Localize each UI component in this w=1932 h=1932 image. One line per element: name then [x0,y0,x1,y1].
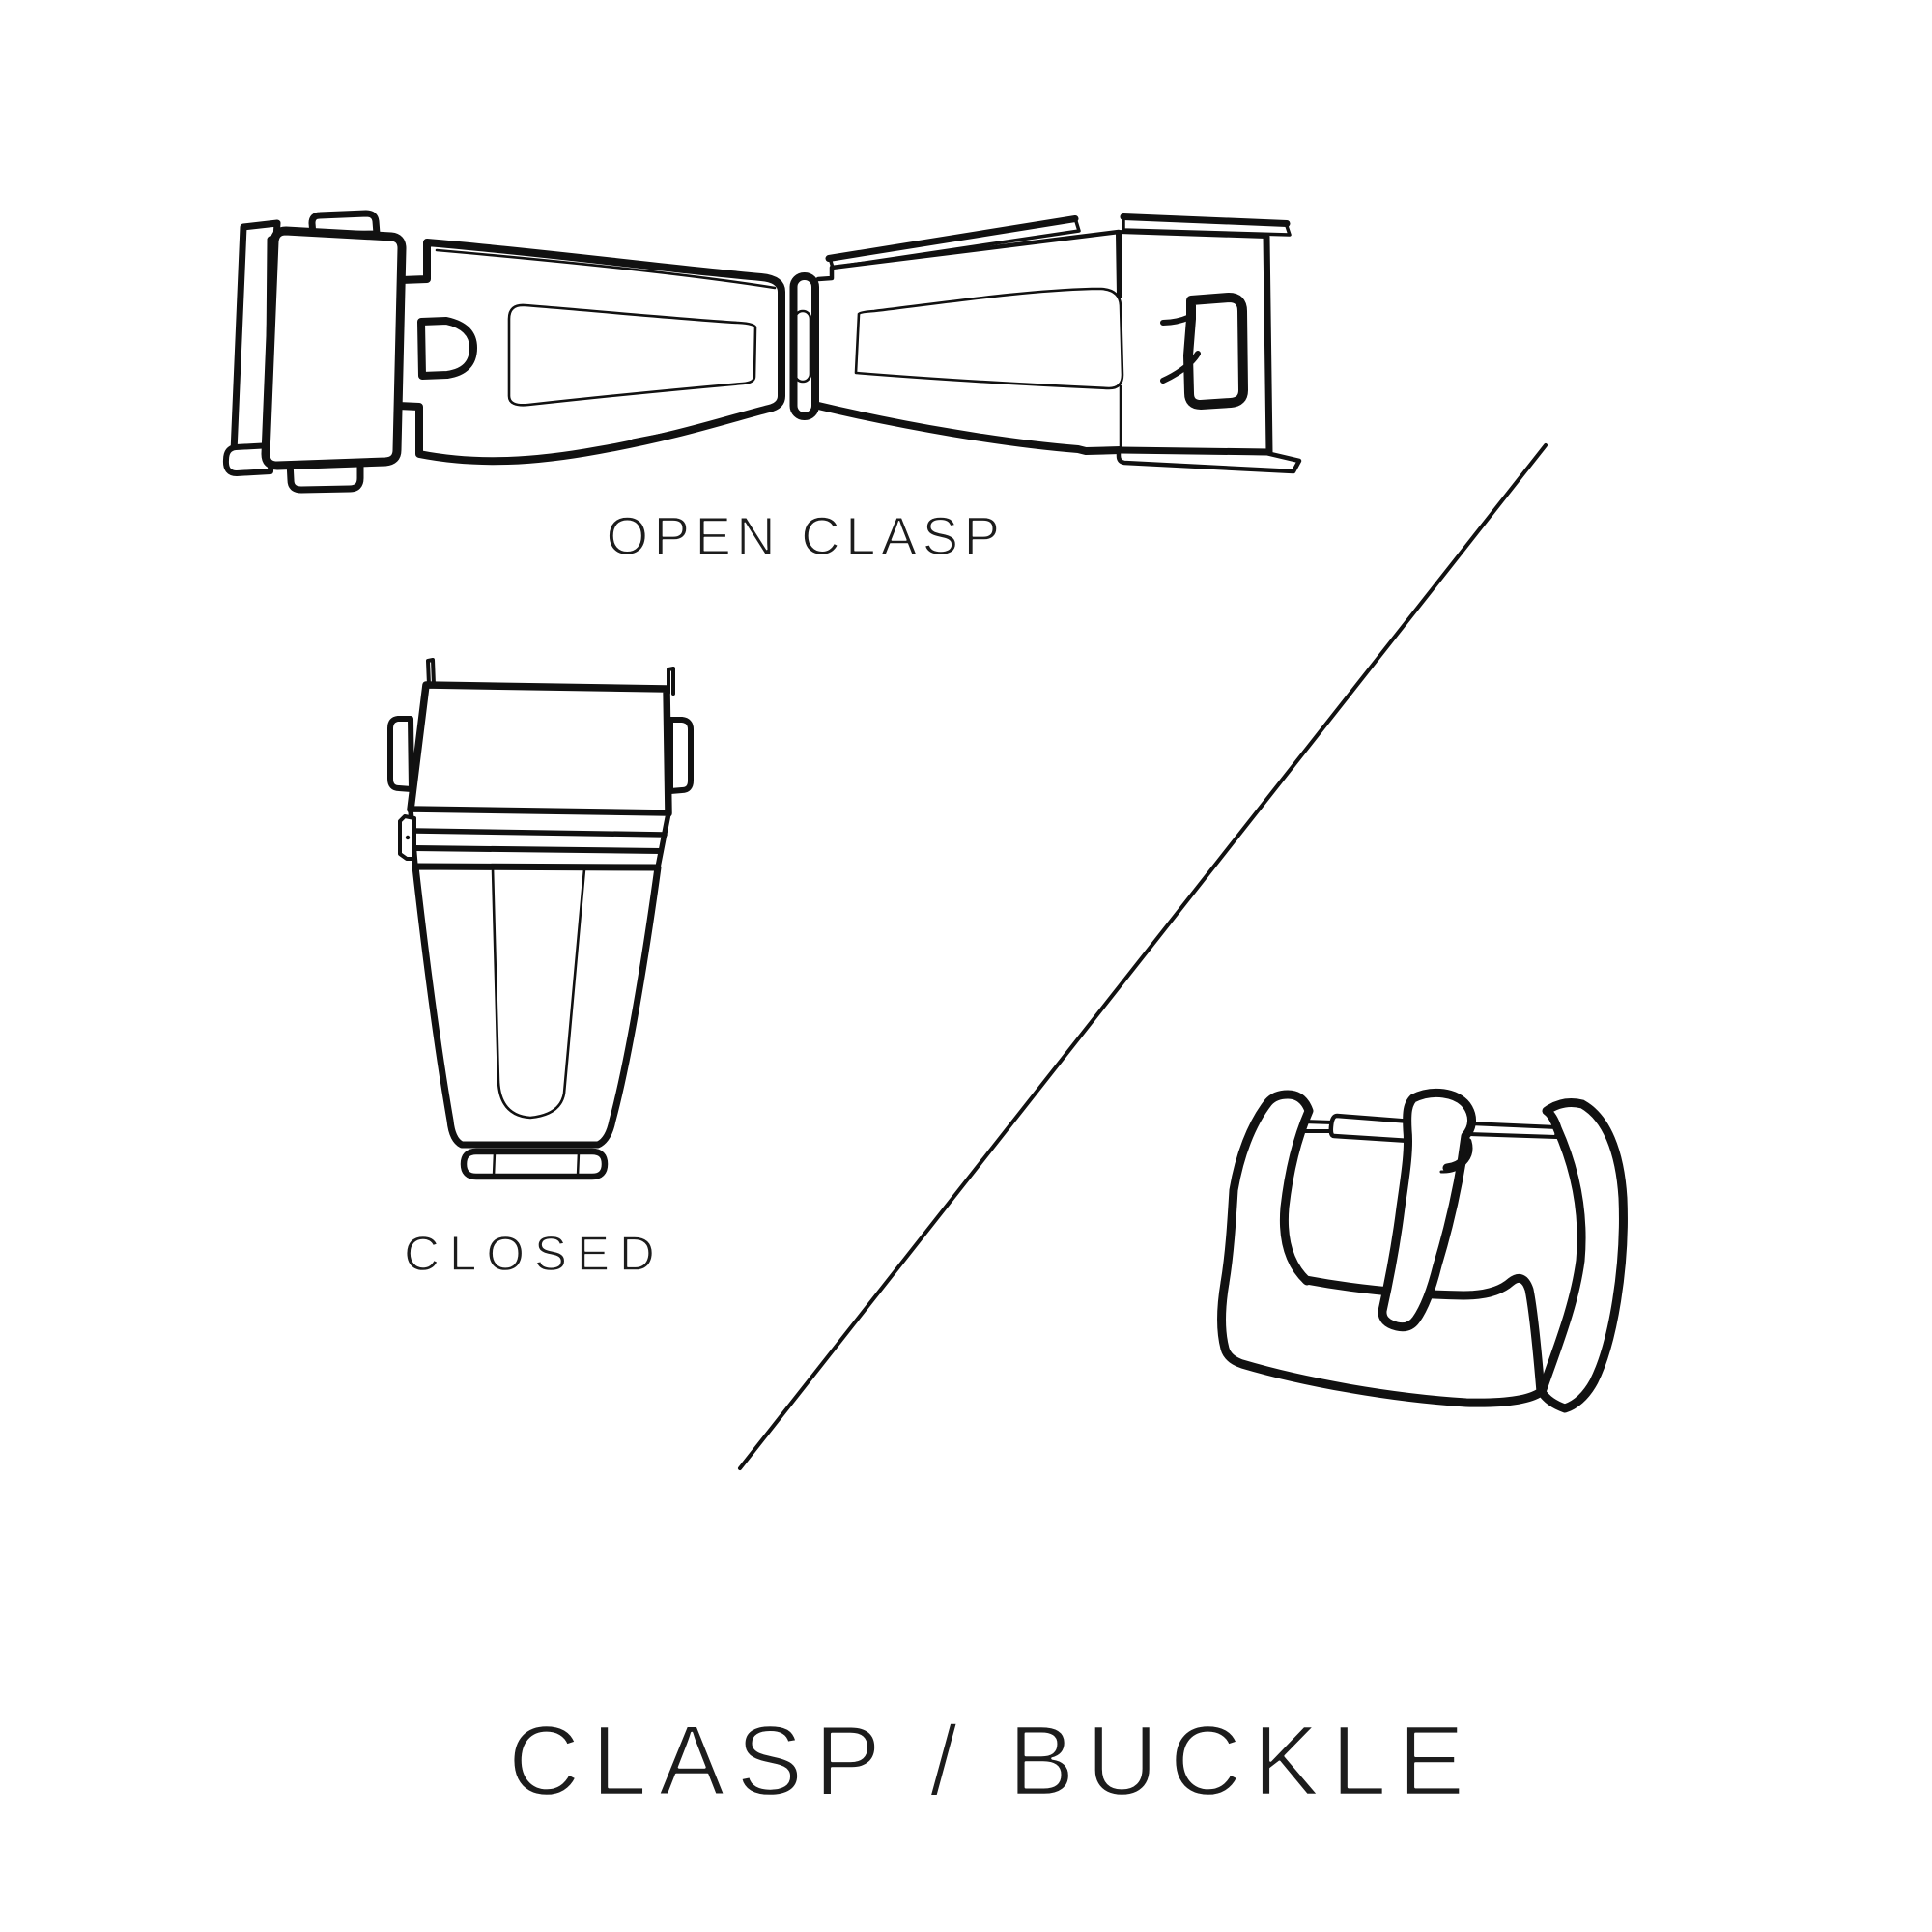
svg-text:CLOSED: CLOSED [404,1226,665,1281]
svg-text:CLASP / BUCKLE: CLASP / BUCKLE [508,1705,1476,1816]
svg-text:OPEN CLASP: OPEN CLASP [607,505,1006,566]
